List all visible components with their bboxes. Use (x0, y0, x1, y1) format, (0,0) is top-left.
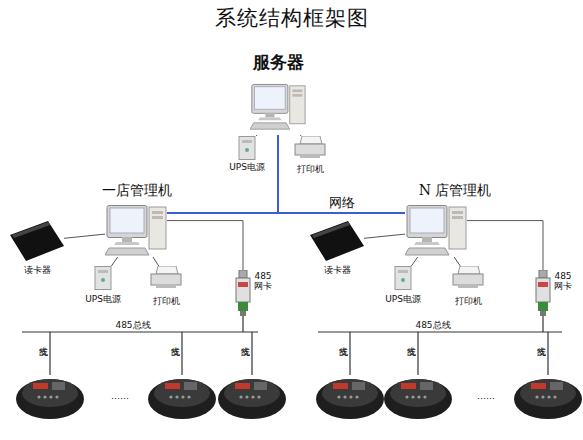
cable-line (64, 234, 105, 238)
rs485-card: 485网卡 (534, 270, 552, 316)
cable-line (256, 135, 258, 136)
device-label: 打印机 (443, 297, 493, 307)
printer: 打印机 (452, 266, 484, 288)
ups-power: UPS电源 (236, 136, 258, 160)
network-line (167, 135, 278, 213)
device-label: UPS电源 (222, 163, 272, 173)
device-label: 服务器 (238, 53, 318, 72)
ups-power: UPS电源 (393, 266, 413, 290)
device-label: UPS电源 (378, 295, 428, 305)
device-label: 打印机 (141, 297, 191, 307)
server-computer: 服务器 (250, 80, 306, 135)
cable-line (300, 135, 302, 136)
cable-line (167, 221, 243, 270)
bus-label: 485总线 (108, 321, 158, 331)
card-reader: 读卡器 (310, 220, 364, 262)
cable-line (454, 257, 460, 266)
edge-label: 网络 (329, 194, 355, 212)
ellipsis: …… (462, 392, 510, 402)
cable-line (153, 257, 159, 266)
printer: 打印机 (150, 266, 182, 288)
store-manager-computer: N 店管理机 (405, 205, 467, 257)
device-label: 一店管理机 (91, 183, 183, 198)
store-manager-computer: 一店管理机 (105, 205, 167, 257)
device-label: N 店管理机 (405, 183, 505, 198)
device-label: 打印机 (285, 165, 335, 175)
diagram-title: 系统结构框架图 (140, 4, 443, 32)
bus-label: 485总线 (408, 321, 458, 331)
card-reader: 读卡器 (10, 220, 64, 262)
device-label: UPS电源 (78, 295, 128, 305)
cable-line (364, 234, 405, 238)
network-line (278, 135, 405, 213)
device-label: 485网卡 (554, 272, 572, 292)
cable-line (411, 257, 417, 266)
ups-power: UPS电源 (93, 266, 113, 290)
printer: 打印机 (294, 136, 326, 158)
cable-line (467, 221, 543, 270)
device-label: 485网卡 (254, 272, 272, 292)
device-label: 读卡器 (17, 266, 57, 276)
cable-line (111, 257, 117, 266)
ellipsis: …… (96, 392, 144, 402)
rs485-card: 485网卡 (234, 270, 252, 316)
device-label: 读卡器 (317, 266, 357, 276)
